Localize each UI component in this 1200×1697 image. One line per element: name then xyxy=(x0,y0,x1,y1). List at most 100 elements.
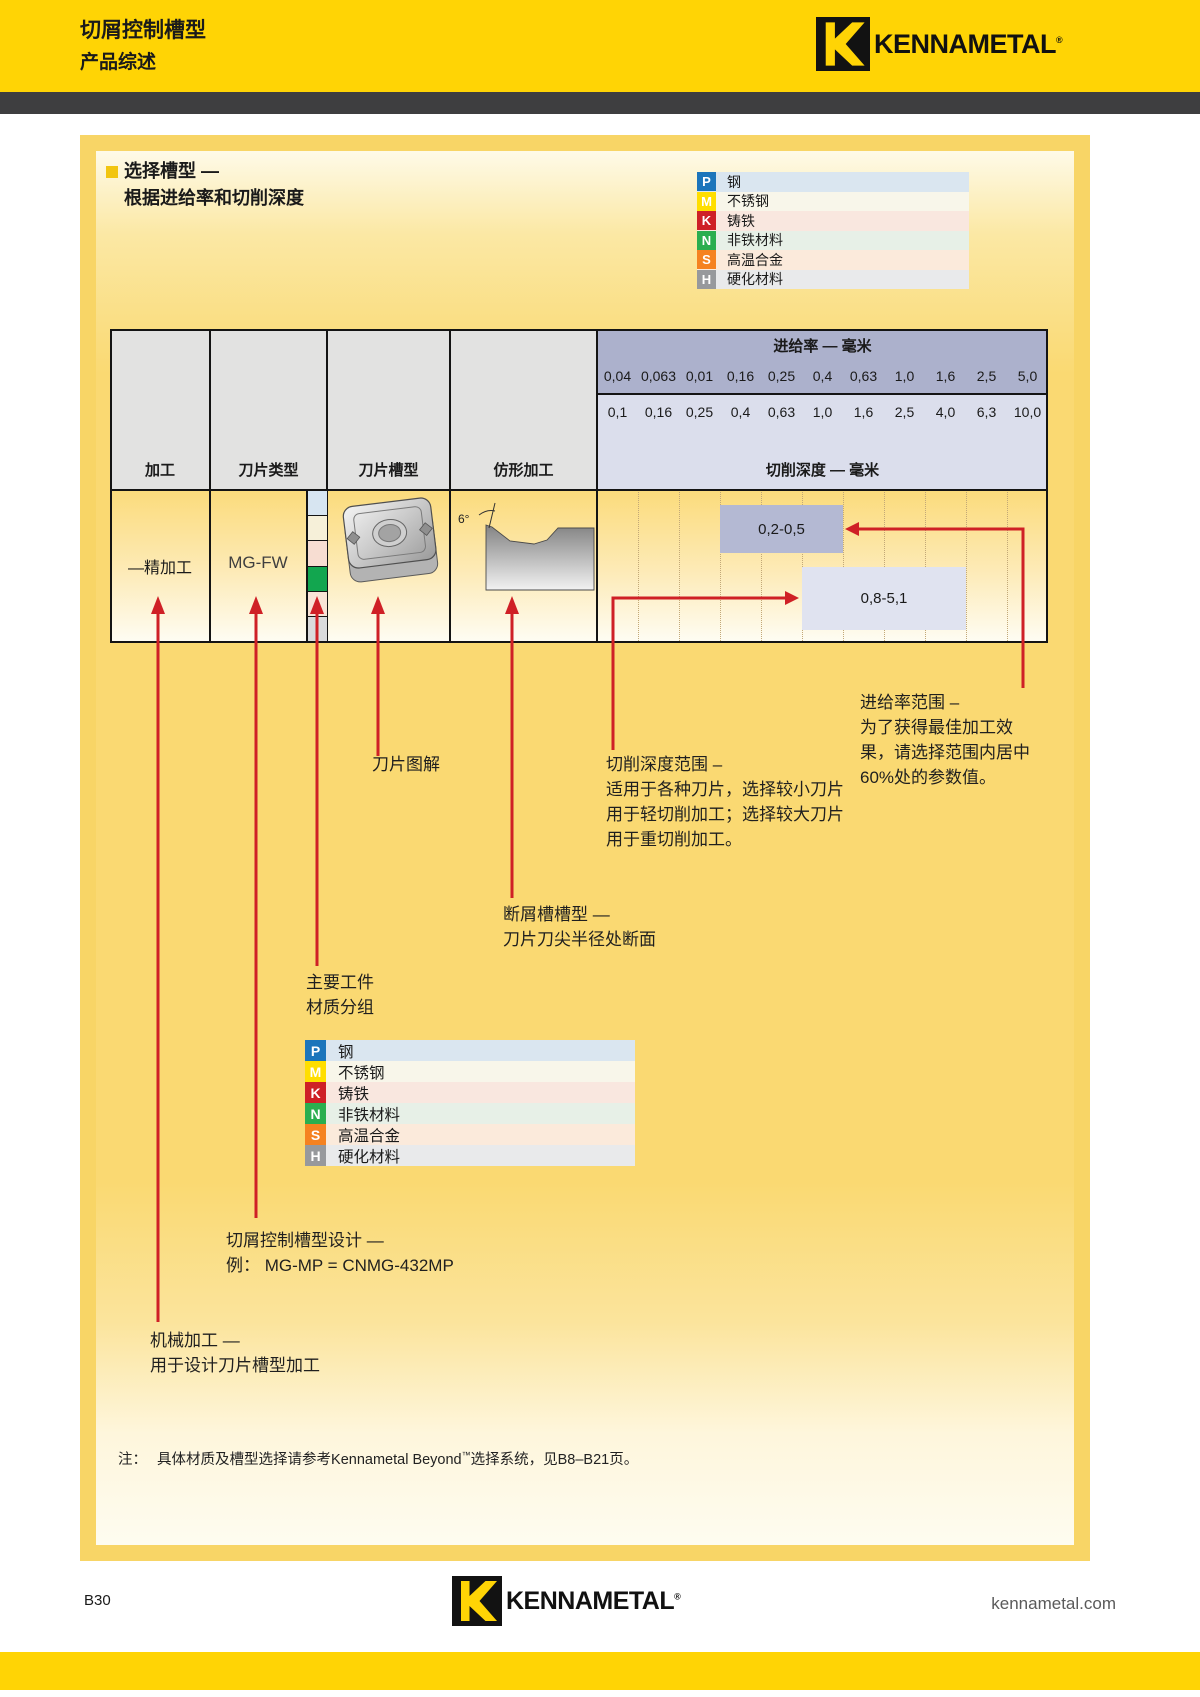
dotted-separator xyxy=(679,492,680,641)
feed-value: 0,4 xyxy=(812,368,833,384)
material-chip-p: P xyxy=(305,1040,326,1061)
feed-value: 0,63 xyxy=(849,368,878,384)
table-header-left-bg xyxy=(110,330,597,490)
annotation-depth-range: 切削深度范围 – 适用于各种刀片，选择较小刀片 用于轻切削加工；选择较大刀片 用… xyxy=(606,752,844,852)
annotation-line: 用于轻切削加工；选择较大刀片 xyxy=(606,805,844,824)
annotation-line: 用于设计刀片槽型加工 xyxy=(150,1356,320,1375)
feed-value: 0,63 xyxy=(767,404,796,420)
legend-label: 钢 xyxy=(338,1043,354,1061)
legend-row-k: K 铸铁 xyxy=(697,211,969,231)
legend-label: 钢 xyxy=(727,173,741,190)
table-border-left xyxy=(110,329,112,643)
feed-value: 0,063 xyxy=(640,368,677,384)
material-legend-lower: P 钢 M 不锈钢 K 铸铁 N 非铁材料 S 高温合金 H 硬化材料 xyxy=(305,1040,635,1166)
footnote-prefix: 注： xyxy=(118,1452,147,1468)
legend-row-p: P 钢 xyxy=(697,172,969,192)
depth-range-box-small: 0,2-0,5 xyxy=(720,505,843,553)
annotation-line: 机械加工 — xyxy=(150,1331,240,1350)
feed-value: 10,0 xyxy=(1013,404,1042,420)
material-strip-square-n xyxy=(307,566,327,592)
annotation-workpiece-group: 主要工件 材质分组 xyxy=(306,970,374,1020)
dotted-separator xyxy=(638,492,639,641)
brand-reg-mark: ® xyxy=(674,1591,681,1602)
feed-value: 1,6 xyxy=(935,368,956,384)
material-strip-square-p xyxy=(307,491,327,517)
legend-label: 高温合金 xyxy=(727,251,783,268)
section-bullet-icon xyxy=(106,166,118,178)
table-border-top xyxy=(110,329,1048,331)
legend-row-s: S 高温合金 xyxy=(697,250,969,270)
material-chip-m: M xyxy=(697,191,716,211)
feed-header-light-band xyxy=(597,394,1048,490)
dotted-separator xyxy=(761,492,762,641)
feed-value: 1,6 xyxy=(853,404,874,420)
table-header-bottom-line xyxy=(110,489,1048,491)
dotted-separator xyxy=(802,492,803,641)
brand-text: KENNAMETAL xyxy=(874,28,1056,59)
annotation-line: 用于重切削加工。 xyxy=(606,830,742,849)
insert-drawing-icon xyxy=(342,497,439,583)
legend-label: 铸铁 xyxy=(727,212,755,229)
legend-row-h: H 硬化材料 xyxy=(697,269,969,289)
material-chip-n: N xyxy=(697,230,716,250)
annotation-design: 切屑控制槽型设计 — 例： MG-MP = CNMG-432MP xyxy=(226,1228,454,1278)
legend-label: 高温合金 xyxy=(338,1127,401,1145)
legend-label: 非铁材料 xyxy=(338,1106,401,1124)
feed-value: 2,5 xyxy=(976,368,997,384)
material-chip-n: N xyxy=(305,1103,326,1124)
section-title-line1: 选择槽型 — xyxy=(124,161,220,181)
material-chip-h: H xyxy=(697,269,716,289)
annotation-line: 刀片刀尖半径处断面 xyxy=(503,930,656,949)
feed-header-dark-band xyxy=(597,330,1048,394)
feed-value: 1,0 xyxy=(894,368,915,384)
legend-row-n: N 非铁材料 xyxy=(697,230,969,250)
feed-value: 0,25 xyxy=(767,368,796,384)
annotation-line: 断屑槽槽型 — xyxy=(503,905,610,924)
footnote: 注： 具体材质及槽型选择请参考Kennametal Beyond™选择系统，见B… xyxy=(118,1448,638,1469)
depth-range-large-value: 0,8-5,1 xyxy=(860,590,908,607)
annotation-line: 主要工件 xyxy=(306,973,374,992)
dotted-separator xyxy=(720,492,721,641)
legend-row-m: M 不锈钢 xyxy=(305,1061,635,1082)
feed-value: 4,0 xyxy=(935,404,956,420)
strip-left-line xyxy=(306,490,308,643)
profile-drawing-icon: 6° xyxy=(458,502,595,591)
material-chip-h: H xyxy=(305,1145,326,1166)
feed-divider-line xyxy=(597,393,1048,395)
annotation-chipbreaker: 断屑槽槽型 — 刀片刀尖半径处断面 xyxy=(503,902,656,952)
footer-website: kennametal.com xyxy=(991,1594,1116,1613)
table-border-right xyxy=(1046,329,1048,643)
feed-value: 0,1 xyxy=(607,404,628,420)
legend-row-k: K 铸铁 xyxy=(305,1082,635,1103)
material-chip-k: K xyxy=(305,1082,326,1103)
legend-label: 不锈钢 xyxy=(727,193,769,210)
annotation-line: 进给率范围 – xyxy=(860,693,960,712)
legend-row-h: H 硬化材料 xyxy=(305,1145,635,1166)
annotation-line: 60%处的参数值。 xyxy=(860,768,997,787)
annotation-line: 适用于各种刀片，选择较小刀片 xyxy=(606,780,844,799)
depth-range-small-value: 0,2-0,5 xyxy=(758,520,805,538)
legend-label: 不锈钢 xyxy=(338,1064,385,1082)
feed-value: 0,16 xyxy=(726,368,755,384)
material-chip-s: S xyxy=(305,1124,326,1145)
footnote-text: 具体材质及槽型选择请参考Kennametal Beyond xyxy=(157,1452,462,1468)
depth-range-box-large: 0,8-5,1 xyxy=(802,567,966,630)
legend-label: 硬化材料 xyxy=(338,1148,401,1166)
material-strip-square-k xyxy=(307,541,327,567)
feed-value: 0,01 xyxy=(685,368,714,384)
feed-value: 6,3 xyxy=(976,404,997,420)
feed-rate-header: 进给率 — 毫米 xyxy=(773,338,872,355)
header-band xyxy=(0,0,1200,92)
material-chip-s: S xyxy=(697,250,716,270)
material-legend-top: P 钢 M 不锈钢 K 铸铁 N 非铁材料 S 高温合金 H 硬化材料 xyxy=(697,172,969,289)
col-header-machining: 加工 xyxy=(144,462,175,479)
trademark-mark: ™ xyxy=(461,1450,471,1461)
annotation-feed-range: 进给率范围 – 为了获得最佳加工效 果，请选择范围内居中 60%处的参数值。 xyxy=(860,690,1030,790)
section-title-line2: 根据进给率和切削深度 xyxy=(124,188,304,208)
material-chip-m: M xyxy=(305,1061,326,1082)
brand-logo: KENNAMETAL® xyxy=(816,17,1063,71)
feed-value: 0,04 xyxy=(603,368,632,384)
